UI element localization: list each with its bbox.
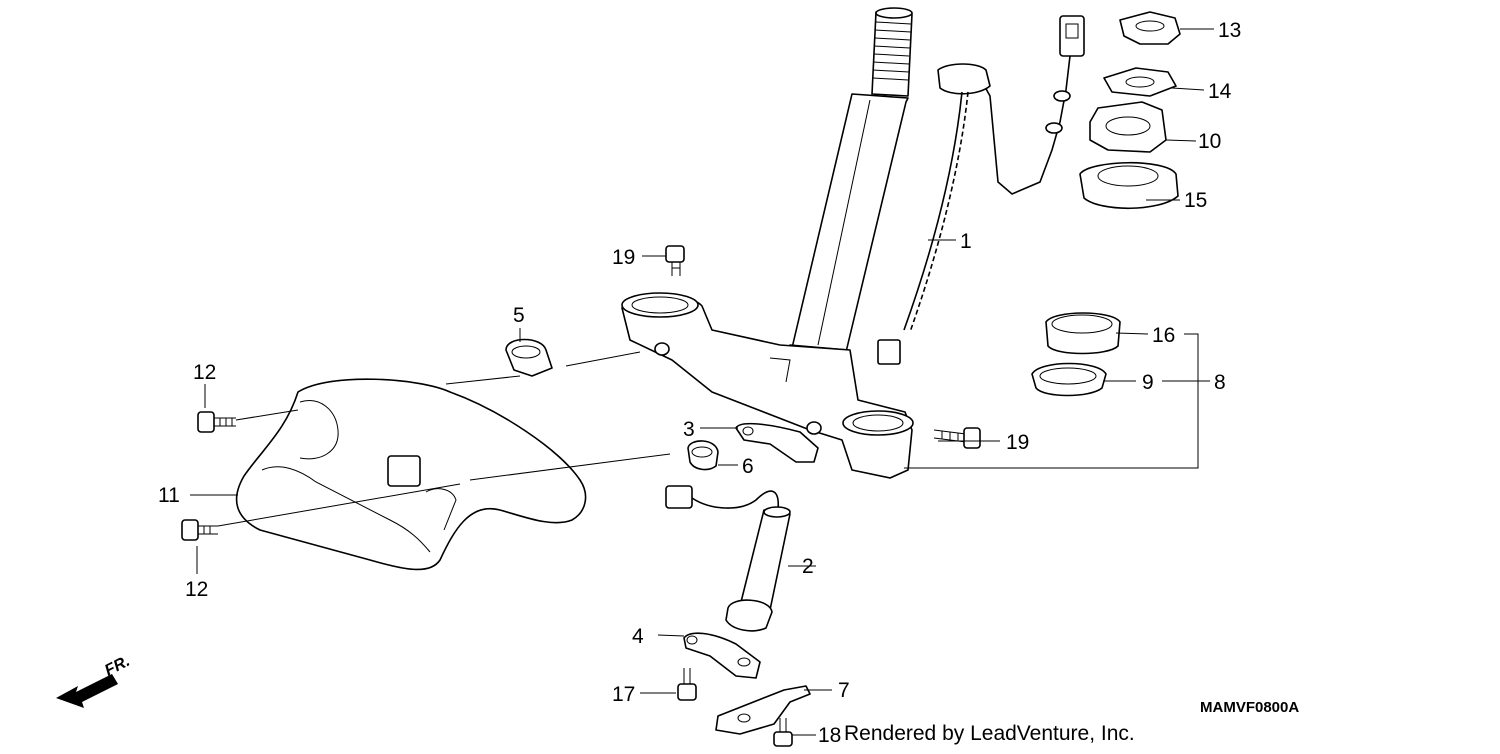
callout-15: 15 <box>1184 189 1207 212</box>
callout-1: 1 <box>960 230 972 253</box>
callout-12-upper: 12 <box>193 361 216 384</box>
clamp-6 <box>687 440 719 471</box>
callout-7: 7 <box>838 679 850 702</box>
bolt-17 <box>677 668 697 701</box>
callout-16: 16 <box>1152 324 1175 347</box>
diagram-code: MAMVF0800A <box>1200 699 1299 716</box>
front-label: FR. <box>102 653 133 680</box>
callout-9: 9 <box>1142 371 1154 394</box>
callout-10: 10 <box>1198 130 1221 153</box>
callout-4: 4 <box>632 625 644 648</box>
fork-cover <box>235 378 587 571</box>
callout-11: 11 <box>158 484 180 507</box>
plate-4 <box>683 632 761 679</box>
bolt-19-right <box>933 427 981 449</box>
lower-bearing <box>1031 312 1121 397</box>
callout-2: 2 <box>802 555 814 578</box>
bolt-12-lower <box>181 519 218 541</box>
callout-13: 13 <box>1218 19 1241 42</box>
bolt-18 <box>773 718 793 747</box>
front-direction-marker: FR. <box>56 653 133 708</box>
sensor-harness <box>877 15 1085 365</box>
callout-8: 8 <box>1214 371 1226 394</box>
credit-text: Rendered by LeadVenture, Inc. <box>844 722 1135 745</box>
callout-18: 18 <box>818 724 841 747</box>
callout-19-right: 19 <box>1006 431 1029 454</box>
bracket-3 <box>735 422 819 463</box>
bolt-12-upper <box>197 411 236 433</box>
bottom-bridge <box>621 292 914 479</box>
bracket-7 <box>715 685 811 735</box>
sensor-2 <box>665 485 791 632</box>
callout-5: 5 <box>513 304 525 327</box>
callout-12-lower: 12 <box>185 578 208 601</box>
callout-17: 17 <box>612 683 635 706</box>
callout-3: 3 <box>683 418 695 441</box>
leader-lines <box>190 28 1214 736</box>
clamp-5 <box>505 338 553 377</box>
steering-stem <box>781 7 913 386</box>
bolt-19-upper <box>665 245 685 276</box>
callout-14: 14 <box>1208 80 1232 103</box>
callout-6: 6 <box>742 455 754 478</box>
upper-bearing-stack <box>1079 11 1181 210</box>
front-arrow-icon <box>56 674 118 708</box>
callout-19-upper: 19 <box>612 246 635 269</box>
callouts: 1 2 3 4 5 6 7 8 9 10 11 12 12 13 14 15 1… <box>158 19 1241 747</box>
